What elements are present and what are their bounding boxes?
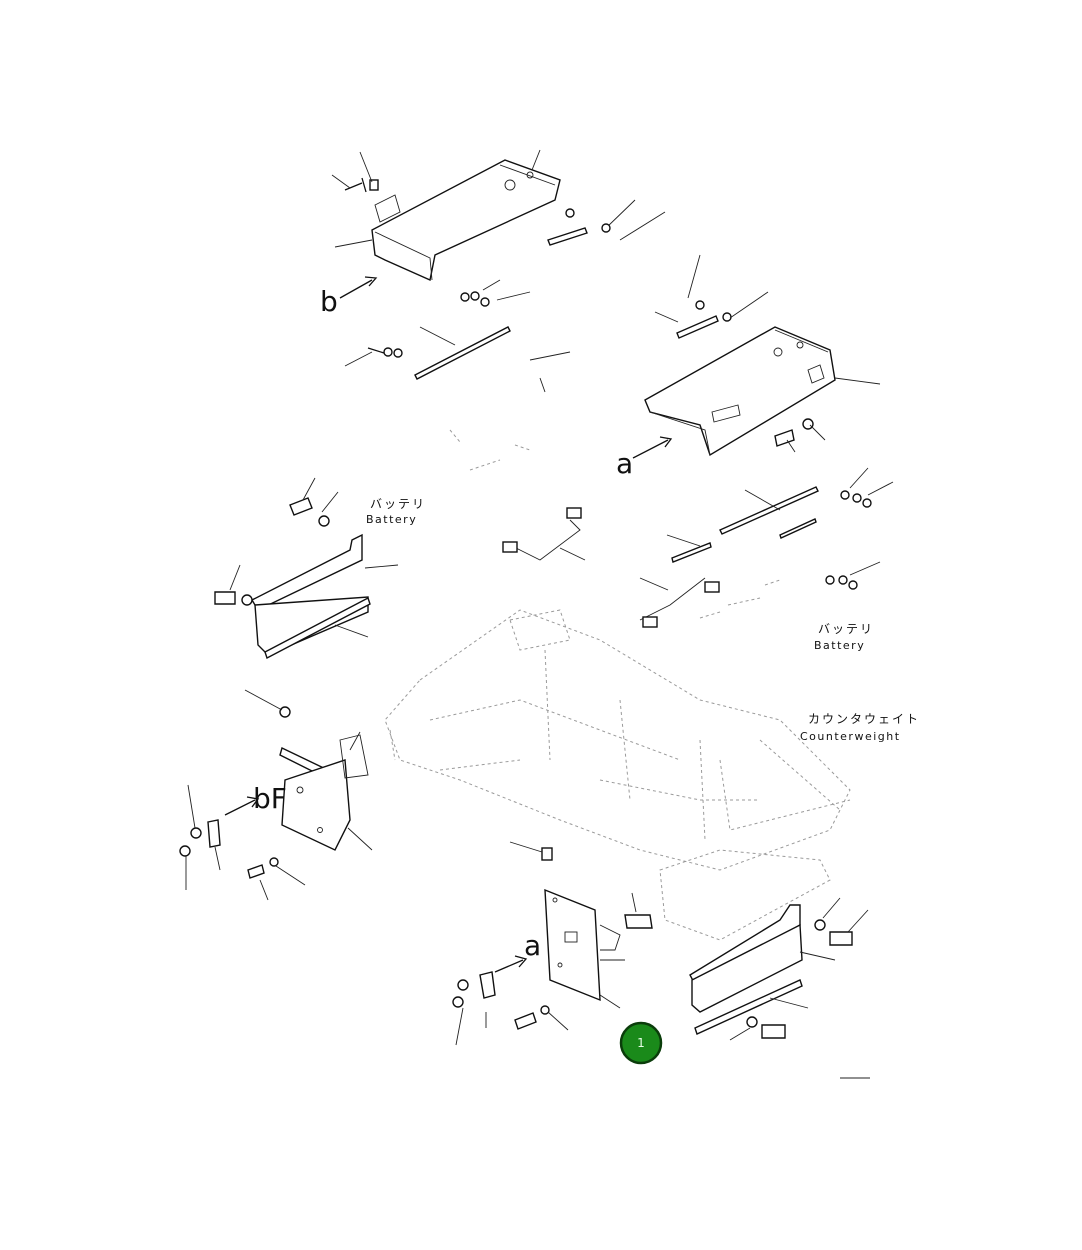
clip-lower-left[interactable] <box>179 784 221 890</box>
battery-label-jp-2: バッテリ <box>818 622 874 636</box>
bolt-group-left-upper[interactable] <box>289 477 339 527</box>
hotspot-marker-1[interactable]: 1 <box>619 1021 663 1065</box>
rods-right[interactable] <box>666 486 819 563</box>
bolt-right-cover[interactable] <box>774 418 826 453</box>
battery-hold-bracket-right[interactable] <box>639 577 781 628</box>
rubber-block-lower[interactable] <box>624 892 653 929</box>
top-cover-upper[interactable] <box>371 159 561 281</box>
rubber-seal-left[interactable] <box>264 596 371 660</box>
frame-ghost-outline <box>384 609 851 941</box>
battery-cover-right[interactable] <box>644 326 881 457</box>
battery-hold-bracket-center[interactable] <box>502 507 586 561</box>
bolt-group-left-mid[interactable] <box>344 347 403 367</box>
nuts-right[interactable] <box>825 467 894 590</box>
bolt-lower-left-top[interactable] <box>244 689 291 718</box>
view-a-label-mid: a <box>616 447 633 480</box>
clip-lower-center[interactable] <box>452 971 496 1046</box>
bracket-lower-left[interactable] <box>279 731 373 851</box>
nuts-top[interactable] <box>460 291 490 307</box>
small-parts-center[interactable] <box>449 351 571 471</box>
battery-label-en-2: Battery <box>814 639 865 652</box>
battery-label-en-1: Battery <box>366 513 417 526</box>
view-a-label-lower: a <box>524 929 541 962</box>
pin-right-top[interactable] <box>654 254 769 339</box>
view-a-arrow-lower <box>494 955 528 973</box>
leader-lines-top <box>334 149 666 301</box>
bolt-group-top-left[interactable] <box>331 151 379 193</box>
pin-top[interactable] <box>547 208 611 246</box>
side-plate-left[interactable] <box>251 533 399 656</box>
spacer-center-lower[interactable] <box>509 841 553 861</box>
hotspot-number: 1 <box>637 1036 645 1050</box>
bolt-left-plate[interactable] <box>214 564 253 606</box>
support-rod[interactable] <box>414 326 511 380</box>
counterweight-label-jp: カウンタウェイト <box>808 712 920 726</box>
view-b-arrow <box>339 276 378 299</box>
counterweight-label-en: Counterweight <box>800 730 901 743</box>
view-a-arrow-mid <box>632 436 673 459</box>
battery-label-jp-1: バッテリ <box>370 497 426 511</box>
view-b-arrow-lower <box>224 796 260 816</box>
view-b-label: b <box>320 285 338 318</box>
view-b-label-lower: bF <box>253 782 287 815</box>
rubber-seal-right[interactable] <box>694 979 809 1035</box>
bolt-lower-center[interactable] <box>514 1005 569 1031</box>
bolts-right-lower[interactable] <box>729 897 869 1041</box>
bolt-lower-left-bottom[interactable] <box>247 857 306 901</box>
bracket-lower-center[interactable] <box>544 888 625 1009</box>
side-plate-right[interactable] <box>689 904 836 1013</box>
